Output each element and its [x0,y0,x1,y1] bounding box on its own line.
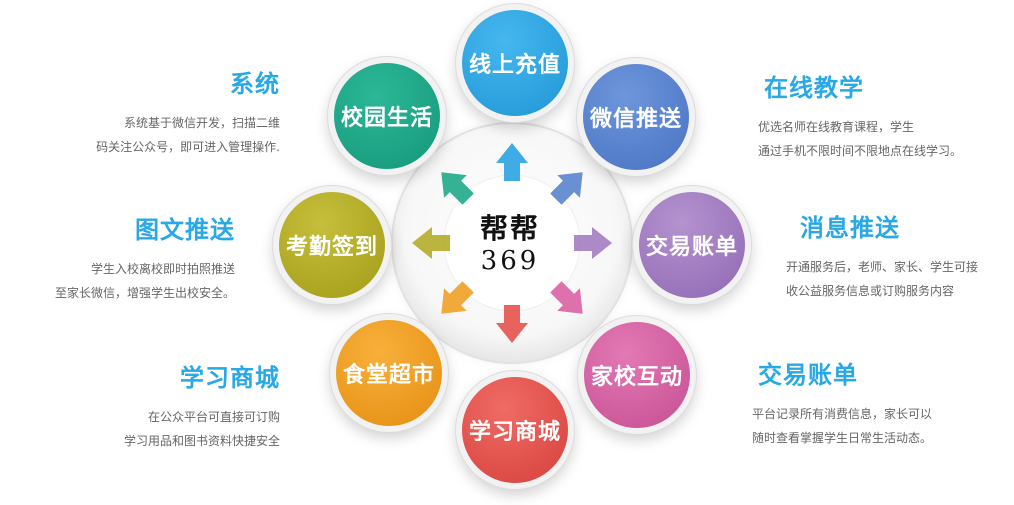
feature-desc-line: 学生入校离校即时拍照推送 [90,262,235,276]
feature-transaction-bill: 交易账单 平台记录所有消费信息，家长可以 随时查看掌握学生日常生活动态。 [752,355,1014,450]
feature-desc-line: 开通服务后，老师、家长、学生可接 [786,260,979,274]
feature-desc-line: 优选名师在线教育课程，学生 [758,120,915,134]
arrow-left-icon [412,227,450,259]
feature-study-mall: 学习商城 在公众平台可直接可订购 学习用品和图书资料快捷安全 [0,358,280,453]
arrow-down-right-icon [550,281,583,314]
feature-image-push: 图文推送 学生入校离校即时拍照推送 至家长微信，增强学生出校安全。 [0,210,235,305]
arrow-up-icon [496,143,528,181]
center-title: 帮帮 [479,212,540,245]
feature-title: 图文推送 [135,216,235,244]
node-online-recharge[interactable]: 线上充值 [462,10,568,116]
feature-desc-line: 至家长微信，增强学生出校安全。 [54,286,235,300]
arrow-down-left-icon [441,281,474,314]
feature-desc-line: 学习用品和图书资料快捷安全 [123,434,280,448]
node-study-mall[interactable]: 学习商城 [462,377,568,483]
arrow-group [412,143,612,343]
node-home-school[interactable]: 家校互动 [584,322,690,428]
feature-desc-line: 码关注公众号，即可进入管理操作. [96,140,280,154]
node-wechat-push[interactable]: 微信推送 [583,64,689,170]
feature-desc-line: 收公益服务信息或订购服务内容 [786,284,955,298]
arrow-up-left-icon [441,172,474,205]
feature-message-push: 消息推送 开通服务后，老师、家长、学生可接 收公益服务信息或订购服务内容 [786,208,1014,303]
node-attendance[interactable]: 考勤签到 [279,192,385,298]
feature-title: 消息推送 [800,214,900,242]
center-logo: 帮帮 369 [460,212,560,276]
feature-title: 学习商城 [180,364,280,392]
node-transaction-bill[interactable]: 交易账单 [639,192,745,298]
feature-desc-line: 平台记录所有消费信息，家长可以 [752,407,933,421]
center-number: 369 [480,246,540,276]
feature-title: 交易账单 [758,361,858,389]
node-canteen-market[interactable]: 食堂超市 [336,320,442,426]
arrow-right-icon [574,227,612,259]
feature-title: 在线教学 [764,74,864,102]
arrow-down-icon [496,305,528,343]
feature-desc-line: 在公众平台可直接可订购 [147,410,280,424]
feature-desc-line: 通过手机不限时间不限地点在线学习。 [758,144,963,158]
feature-system: 系统 系统基于微信开发，扫描二维 码关注公众号，即可进入管理操作. [0,64,280,159]
feature-title: 系统 [230,70,280,98]
arrow-up-right-icon [550,172,583,205]
feature-desc-line: 随时查看掌握学生日常生活动态。 [752,431,933,445]
feature-online-teaching: 在线教学 优选名师在线教育课程，学生 通过手机不限时间不限地点在线学习。 [758,68,1014,163]
node-campus-life[interactable]: 校园生活 [334,63,440,169]
feature-desc-line: 系统基于微信开发，扫描二维 [123,116,280,130]
